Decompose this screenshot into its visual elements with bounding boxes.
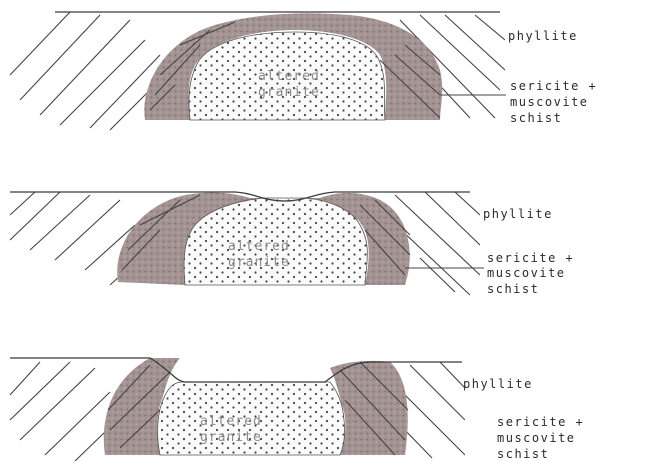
phyllite-label: phyllite bbox=[463, 377, 533, 391]
phyllite-label: phyllite bbox=[483, 207, 553, 221]
schist-label-line3: schist bbox=[497, 447, 549, 461]
schist-label-line1: sericite + bbox=[497, 415, 584, 429]
schist-label-line2: muscovite bbox=[497, 431, 576, 445]
core-label-line1: altered bbox=[200, 414, 262, 429]
phyllite-label: phyllite bbox=[508, 29, 578, 43]
schist-label-line1: sericite + bbox=[487, 251, 574, 265]
panel-1: altered granite phyllite sericite + musc… bbox=[10, 12, 597, 130]
schist-label-line2: muscovite bbox=[487, 266, 566, 280]
panel-3: altered granite phyllite sericite + musc… bbox=[10, 358, 584, 461]
core-label-line1: altered bbox=[258, 69, 320, 84]
schist-label-line3: schist bbox=[510, 111, 562, 125]
schist-label-line3: schist bbox=[487, 282, 539, 296]
core-label-line2: granite bbox=[258, 85, 320, 100]
schist-label-line2: muscovite bbox=[510, 95, 589, 109]
core-label-line2: granite bbox=[200, 430, 262, 445]
schist-label-line1: sericite + bbox=[510, 79, 597, 93]
panel-2: altered granite phyllite sericite + musc… bbox=[10, 192, 574, 296]
core-label-line1: altered bbox=[228, 239, 290, 254]
core-label-line2: granite bbox=[228, 255, 290, 270]
